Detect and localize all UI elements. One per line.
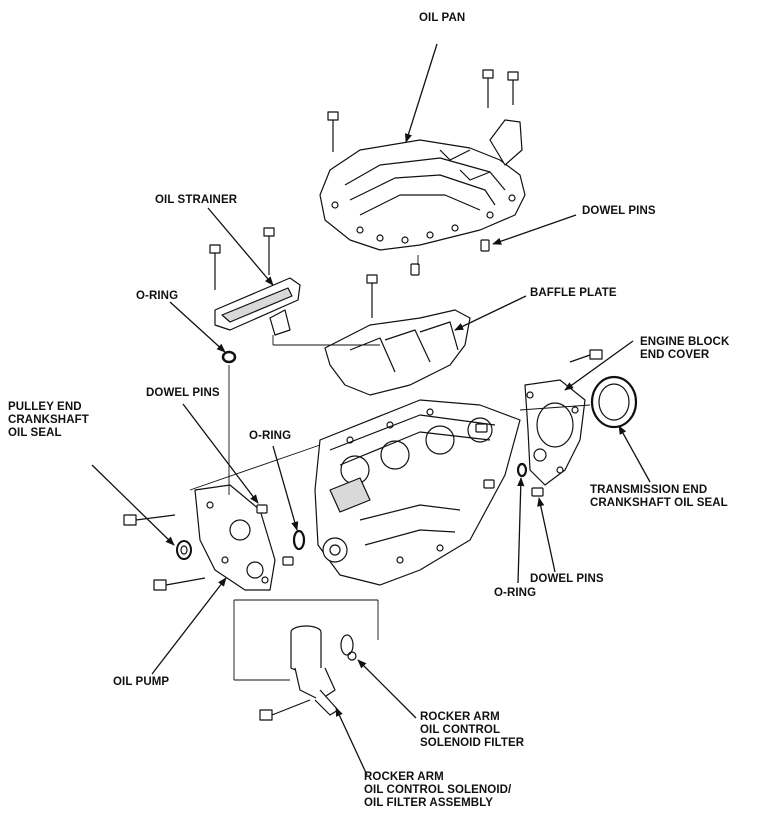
label-line: OIL CONTROL <box>420 724 501 736</box>
o-ring-mid <box>292 529 306 551</box>
label-line: BAFFLE PLATE <box>530 287 617 299</box>
baffle-plate <box>324 274 471 396</box>
leader-arrows <box>91 43 651 776</box>
label-line: ROCKER ARM <box>364 771 444 783</box>
label-line: OIL CONTROL SOLENOID/ <box>364 784 512 796</box>
label-rocker-arm-oil-filter-assembly: ROCKER ARM OIL CONTROL SOLENOID/ OIL FIL… <box>364 771 511 810</box>
label-line: O-RING <box>494 587 537 599</box>
oil-strainer <box>209 227 301 336</box>
label-line: DOWEL PINS <box>146 387 220 399</box>
label-line: OIL SEAL <box>8 427 62 439</box>
label-rocker-arm-oil-control-solenoid-filter: ROCKER ARM OIL CONTROL SOLENOID FILTER <box>420 711 524 750</box>
oil-pump-bolts <box>123 514 206 591</box>
oil-pump <box>194 484 276 591</box>
o-ring-right <box>516 462 528 478</box>
dowel-pins-right <box>475 423 544 497</box>
label-line: O-RING <box>136 290 179 302</box>
dowel-pins-top <box>410 239 490 276</box>
label-pulley-end-crankshaft-oil-seal: PULLEY END CRANKSHAFT OIL SEAL <box>8 401 89 440</box>
label-transmission-end-crankshaft-oil-seal: TRANSMISSION END CRANKSHAFT OIL SEAL <box>590 484 728 510</box>
label-dowel-pins-right: DOWEL PINS <box>530 573 604 586</box>
dowel-pins-mid <box>256 504 294 566</box>
label-line: OIL FILTER ASSEMBLY <box>364 797 494 809</box>
label-line: OIL PUMP <box>113 676 170 688</box>
label-o-ring-strainer: O-RING <box>136 290 178 303</box>
label-line: PULLEY END <box>8 401 82 413</box>
alignment-lines <box>189 255 591 681</box>
label-line: ROCKER ARM <box>420 711 500 723</box>
label-line: OIL STRAINER <box>155 194 238 206</box>
label-o-ring-right: O-RING <box>494 587 536 600</box>
label-line: SOLENOID FILTER <box>420 737 525 749</box>
o-ring-strainer <box>221 350 237 364</box>
engine-block-end-cover <box>524 349 603 486</box>
label-line: O-RING <box>249 430 292 442</box>
label-line: DOWEL PINS <box>582 205 656 217</box>
label-baffle-plate: BAFFLE PLATE <box>530 287 617 300</box>
label-oil-strainer: OIL STRAINER <box>155 194 237 207</box>
label-dowel-pins-top: DOWEL PINS <box>582 205 656 218</box>
label-line: DOWEL PINS <box>530 573 604 585</box>
label-oil-pan: OIL PAN <box>419 12 465 25</box>
engine-block <box>314 399 521 586</box>
label-line: CRANKSHAFT <box>8 414 89 426</box>
label-oil-pump: OIL PUMP <box>113 676 169 689</box>
label-line: OIL PAN <box>419 12 466 24</box>
label-o-ring-mid: O-RING <box>249 430 291 443</box>
label-dowel-pins-mid: DOWEL PINS <box>146 387 220 400</box>
label-line: CRANKSHAFT OIL SEAL <box>590 497 728 509</box>
oil-filter-assembly <box>259 625 339 721</box>
label-line: ENGINE BLOCK <box>640 336 730 348</box>
pulley-end-seal <box>176 540 192 560</box>
oil-pan-bolts <box>327 69 519 152</box>
solenoid-filter <box>340 634 357 661</box>
label-line: TRANSMISSION END <box>590 484 708 496</box>
label-engine-block-end-cover: ENGINE BLOCK END COVER <box>640 336 729 362</box>
label-line: END COVER <box>640 349 710 361</box>
oil-pan <box>319 119 526 251</box>
transmission-end-seal <box>590 375 638 429</box>
